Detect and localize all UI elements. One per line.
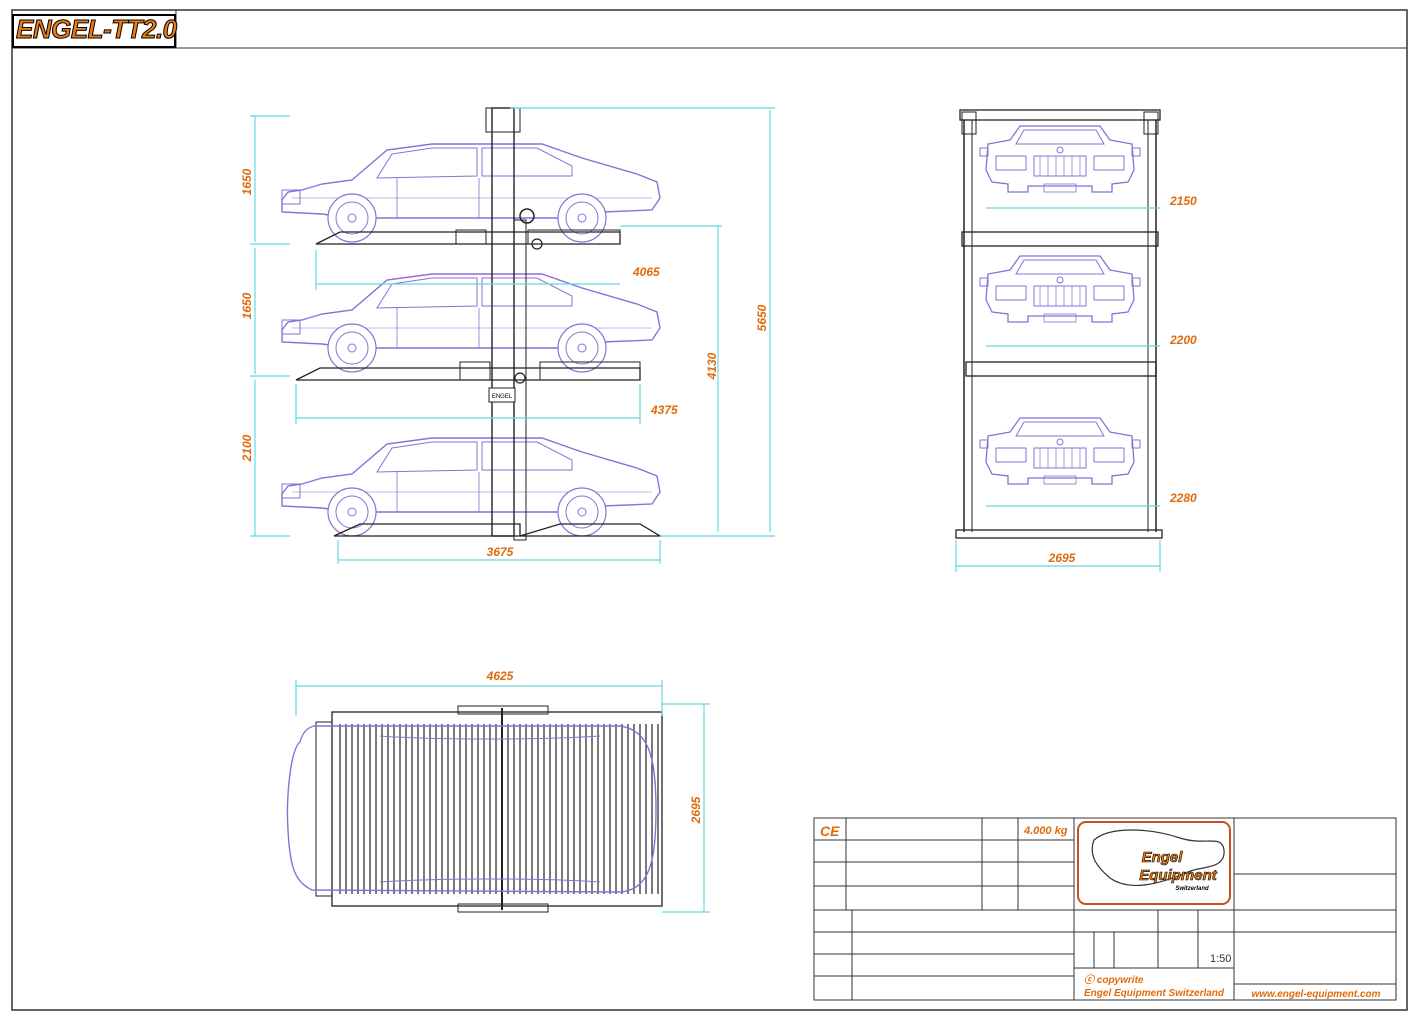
scale-label: 1:50 (1210, 953, 1231, 965)
platform-bottom (333, 523, 521, 537)
post-label-plate (488, 387, 516, 403)
dim-car-width-1: 2150 (1169, 194, 1197, 208)
logo-text-line3: Switzerland (1175, 886, 1209, 892)
car-front-bottom (979, 417, 1141, 485)
front-platform-top (961, 231, 1159, 247)
logo-text-line2: Equipment (1139, 867, 1218, 884)
dim-level-height-2: 1650 (240, 292, 254, 319)
dim-level-height-3: 2100 (240, 434, 254, 462)
capacity-label: 4.000 kg (1023, 825, 1068, 837)
dim-height-4130: 4130 (705, 352, 719, 380)
dim-level-height-1: 1650 (240, 168, 254, 195)
model-logo-frame (12, 14, 176, 48)
lift-post (491, 107, 515, 537)
dim-car-width-3: 2280 (1169, 491, 1197, 505)
car-side-middle (281, 273, 661, 373)
front-platform-middle (965, 361, 1157, 377)
dim-top-width: 2695 (689, 796, 703, 824)
dim-car-width-2: 2200 (1169, 333, 1197, 347)
front-base (955, 529, 1163, 539)
title-block (813, 817, 1397, 1001)
model-title: ENGEL-TT2.0 (16, 14, 178, 45)
dim-platform-length-2: 4375 (650, 403, 678, 417)
car-front-top (979, 125, 1141, 193)
side-view: ENGEL (240, 107, 775, 564)
dim-total-height: 5650 (755, 304, 769, 331)
logo-text-line1: Engel (1142, 849, 1184, 866)
car-side-top (281, 143, 661, 243)
dim-base-length: 3675 (487, 545, 514, 559)
front-view: 2150 2200 2280 2695 (955, 109, 1197, 572)
website-label: www.engel-equipment.com (1251, 989, 1380, 1000)
ce-mark: CE (820, 823, 840, 839)
dim-top-length: 4625 (486, 669, 514, 683)
sheet-border (11, 9, 1408, 1011)
dim-platform-length-1: 4065 (632, 265, 660, 279)
car-front-middle (979, 255, 1141, 323)
dim-total-width: 2695 (1048, 551, 1076, 565)
car-top-outline (286, 725, 657, 893)
copyright-line1: ⓒ copywrite (1084, 974, 1144, 986)
car-side-bottom (281, 437, 661, 537)
copyright-line2: Engel Equipment Switzerland (1084, 988, 1225, 999)
platform-slats (339, 724, 659, 894)
top-view: 4625 2695 (286, 669, 710, 913)
front-frame-top (959, 109, 1161, 121)
company-logo-graphic (1091, 829, 1225, 886)
post-label: ENGEL (492, 394, 513, 400)
